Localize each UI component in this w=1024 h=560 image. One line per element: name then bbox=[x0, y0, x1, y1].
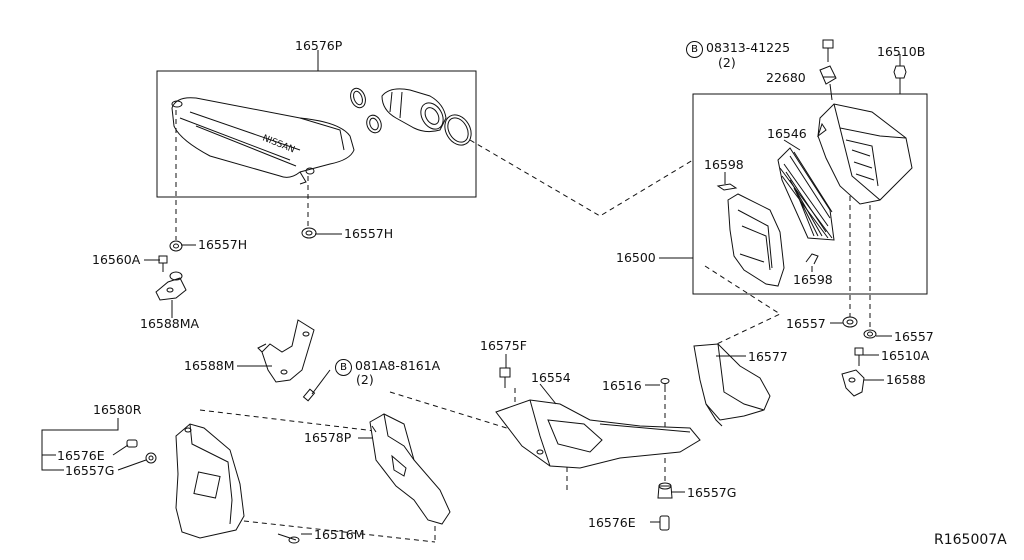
grommet-16557-part bbox=[843, 317, 876, 338]
label-16510B: 16510B bbox=[877, 44, 926, 59]
plug-16576E-right-part bbox=[660, 516, 669, 530]
clip-16598-top-part bbox=[718, 184, 736, 190]
label-16560A: 16560A bbox=[92, 252, 141, 267]
nut-16510B-part bbox=[894, 66, 906, 94]
label-16578P: 16578P bbox=[304, 430, 352, 445]
grommet-mid-part bbox=[302, 228, 316, 238]
label-16598-top: 16598 bbox=[704, 157, 744, 172]
label-16500: 16500 bbox=[616, 250, 656, 265]
duct-16578P-part bbox=[370, 414, 450, 524]
hose-elbow-part bbox=[382, 89, 448, 133]
label-16588MA: 16588MA bbox=[140, 316, 200, 331]
label-22680: 22680 bbox=[766, 70, 806, 85]
reference-code: R165007A bbox=[934, 532, 1007, 548]
hose-clamp-part bbox=[440, 110, 477, 150]
label-16557G-right: 16557G bbox=[687, 485, 737, 500]
bolt-symbol-b-bottom: B bbox=[335, 359, 352, 376]
bracket-16588-part bbox=[842, 370, 864, 396]
label-16554: 16554 bbox=[531, 370, 571, 385]
bolt-081A8-part bbox=[303, 370, 330, 401]
label-16557H-mid: 16557H bbox=[344, 226, 394, 241]
label-16588M: 16588M bbox=[184, 358, 235, 373]
label-16575F: 16575F bbox=[480, 338, 527, 353]
label-16557-right: 16557 bbox=[894, 329, 934, 344]
label-16510A: 16510A bbox=[881, 348, 930, 363]
bolt-symbol-b-top: B bbox=[686, 41, 703, 58]
grommet-16557G-right-part bbox=[658, 483, 672, 498]
label-16546: 16546 bbox=[767, 126, 807, 141]
label-08313-41225: 08313-41225 bbox=[706, 40, 791, 55]
label-16516M: 16516M bbox=[314, 527, 365, 542]
label-16576P: 16576P bbox=[295, 38, 343, 53]
clip-16576E-left-part bbox=[127, 440, 137, 447]
label-16576E-right: 16576E bbox=[588, 515, 636, 530]
leader-lines bbox=[42, 50, 900, 534]
label-16577: 16577 bbox=[748, 349, 788, 364]
label-16557H-left: 16557H bbox=[198, 237, 248, 252]
bolt-22680-part bbox=[820, 40, 836, 100]
clip-16598-bot-part bbox=[806, 254, 818, 264]
label-08313-qty: (2) bbox=[718, 55, 736, 70]
upper-duct-box bbox=[157, 71, 476, 197]
duct-16577-part bbox=[694, 344, 770, 426]
clamp-small-part bbox=[348, 86, 384, 135]
lower-case-part bbox=[728, 194, 784, 286]
resonator-duct-part: NISSAN bbox=[172, 98, 354, 184]
label-16557G-left: 16557G bbox=[65, 463, 115, 478]
bolt-16560A-part bbox=[159, 256, 167, 272]
duct-16554-part bbox=[496, 400, 700, 468]
bolt-16575F-part bbox=[500, 368, 510, 388]
air-cleaner-box bbox=[693, 94, 927, 294]
bracket-16588M-part bbox=[258, 320, 314, 382]
label-081A8-qty: (2) bbox=[356, 372, 374, 387]
bolt-16510A-part bbox=[855, 348, 863, 366]
label-16516: 16516 bbox=[602, 378, 642, 393]
bracket-16588MA-part bbox=[156, 272, 186, 300]
label-16557-left: 16557 bbox=[786, 316, 826, 331]
grommet-left-part bbox=[170, 241, 182, 251]
grommet-16557G-left-part bbox=[146, 453, 156, 463]
bolt-16516-part bbox=[661, 379, 669, 393]
upper-case-part bbox=[818, 104, 912, 204]
cover-16580R-part bbox=[176, 424, 244, 538]
label-16580R: 16580R bbox=[93, 402, 142, 417]
screw-16516M-part bbox=[278, 534, 299, 543]
label-16576E-left: 16576E bbox=[57, 448, 105, 463]
label-081A8-8161A: 081A8-8161A bbox=[355, 358, 441, 373]
filter-element-part bbox=[778, 148, 834, 240]
label-16598-bottom: 16598 bbox=[793, 272, 833, 287]
label-16588: 16588 bbox=[886, 372, 926, 387]
